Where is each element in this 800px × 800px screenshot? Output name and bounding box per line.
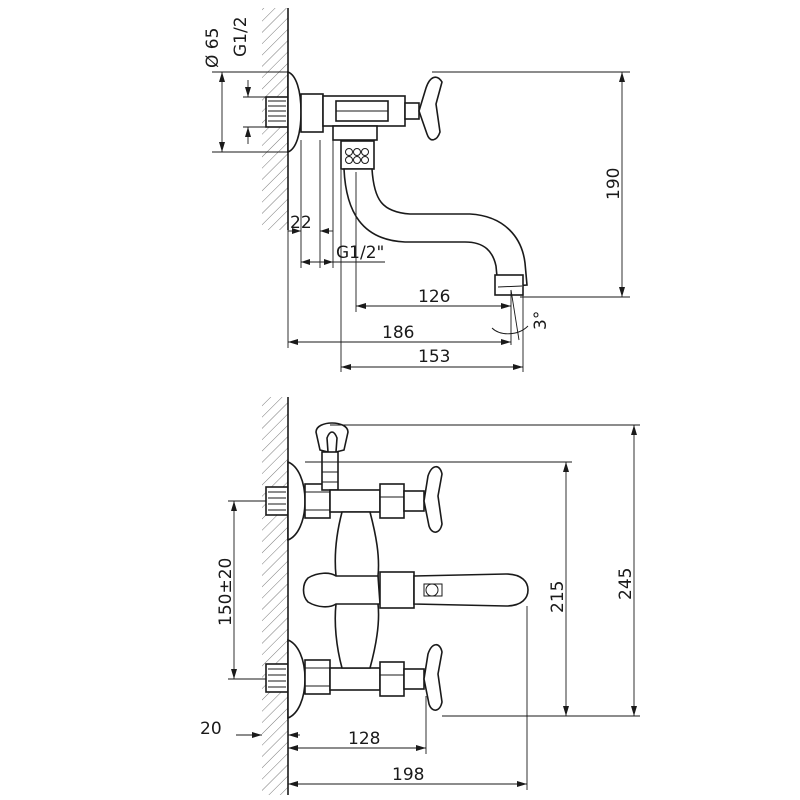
dim-wall-gap: 20 bbox=[200, 719, 300, 739]
upper-valve bbox=[329, 465, 443, 533]
total-depth-top-label: 186 bbox=[382, 323, 414, 343]
dim-wall-thread: G1/2 bbox=[231, 16, 266, 144]
dim-outlet-to-wall: 153 bbox=[340, 170, 524, 372]
valve-body-top bbox=[322, 95, 406, 141]
wall-offset-label: 22 bbox=[290, 213, 312, 233]
height-label: 190 bbox=[604, 168, 624, 200]
spout-reach-label: 126 bbox=[418, 287, 450, 307]
dim-outlet-thread: G1/2" bbox=[301, 140, 385, 268]
front-view: 150±20 20 128 198 bbox=[200, 397, 640, 795]
total-height-label: 245 bbox=[616, 568, 636, 600]
shower-holder bbox=[315, 422, 349, 491]
dim-wall-offset: 22 bbox=[288, 140, 333, 268]
inlet-spacing-label: 150±20 bbox=[216, 558, 236, 626]
flange-top bbox=[287, 70, 302, 154]
dim-total-depth-top: 186 bbox=[287, 230, 511, 348]
spout bbox=[343, 168, 528, 288]
diverter-and-spout bbox=[302, 571, 529, 609]
flange-diameter-label: Ø 65 bbox=[203, 28, 223, 68]
spout-outlet bbox=[494, 274, 524, 296]
wall-thread-label: G1/2 bbox=[231, 16, 251, 57]
spout-swivel-ring bbox=[340, 140, 375, 170]
dim-spout-angle: 3° bbox=[491, 289, 551, 345]
upper-inlet bbox=[265, 460, 331, 542]
side-view: Ø 65 G1/2 22 G1/2" bbox=[203, 8, 630, 372]
center-depth-label: 128 bbox=[348, 729, 380, 749]
dim-height: 190 bbox=[432, 71, 630, 298]
outlet-thread-label: G1/2" bbox=[336, 243, 384, 263]
total-depth-bottom-label: 198 bbox=[392, 765, 424, 785]
dim-inlet-spacing: 150±20 bbox=[216, 500, 266, 680]
dim-center-depth: 128 bbox=[288, 696, 427, 754]
dim-total-height: 245 bbox=[330, 424, 640, 717]
outlet-to-wall-label: 153 bbox=[418, 347, 450, 367]
wall-thread-top bbox=[265, 96, 289, 128]
wall-gap-label: 20 bbox=[200, 719, 222, 739]
wall-section-bottom bbox=[262, 397, 289, 795]
eccentric-connector bbox=[300, 93, 324, 133]
dim-spout-reach: 126 bbox=[355, 172, 511, 312]
body-height-label: 215 bbox=[548, 581, 568, 613]
lower-valve bbox=[329, 643, 443, 711]
lower-inlet bbox=[265, 638, 331, 720]
handle-top bbox=[404, 76, 443, 141]
spout-angle-label: 3° bbox=[531, 311, 551, 330]
dim-flange-diameter: Ø 65 bbox=[203, 28, 288, 153]
dim-total-depth-bottom: 198 bbox=[288, 606, 528, 790]
dim-body-height: 215 bbox=[305, 461, 572, 717]
